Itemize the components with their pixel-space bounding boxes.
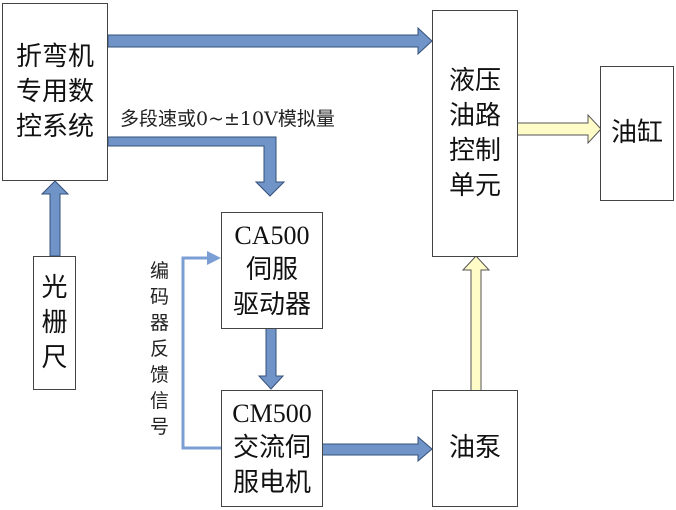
- encoder-char-1: 编: [150, 260, 170, 282]
- servo-driver-box: CA500 伺服 驱动器: [221, 212, 323, 329]
- cylinder-label: 油缸: [610, 118, 663, 148]
- encoder-char-4: 反: [150, 338, 170, 360]
- hydraulic-line-3: 控制: [448, 135, 501, 166]
- cnc-line-3: 控系统: [15, 111, 94, 142]
- hydraulic-line-1: 液压: [448, 65, 501, 96]
- arrow-cnc-to-hydraulic: [107, 26, 433, 56]
- cnc-line-1: 折弯机: [15, 41, 94, 72]
- encoder-char-5: 馈: [150, 364, 170, 386]
- encoder-char-3: 器: [150, 312, 170, 334]
- arrow-pump-to-hydraulic: [461, 255, 491, 392]
- encoder-feedback-arrowhead: [207, 251, 221, 265]
- encoder-char-7: 号: [150, 416, 170, 438]
- servo-motor-box: CM500 交流伺 服电机: [221, 390, 323, 507]
- arrow-motor-to-pump: [321, 435, 433, 463]
- arrow-hydraulic-to-cylinder: [516, 113, 602, 145]
- motor-model: CM500: [232, 399, 312, 428]
- encoder-feedback-line: [181, 256, 222, 450]
- driver-line-2: 伺服: [245, 255, 298, 285]
- grating-ruler-box: 光 栅 尺: [33, 256, 76, 390]
- motor-line-2: 交流伺: [232, 433, 311, 463]
- hydraulic-control-unit-box: 液压 油路 控制 单元: [432, 10, 518, 257]
- arrow-grating-to-cnc: [40, 180, 70, 257]
- driver-model: CA500: [234, 221, 310, 250]
- oil-pump-box: 油泵: [432, 390, 518, 507]
- encoder-char-6: 信: [150, 390, 170, 412]
- arrow-driver-to-motor: [257, 327, 285, 390]
- hydraulic-line-2: 油路: [448, 100, 501, 131]
- arrow-cnc-to-driver: [107, 136, 286, 197]
- cnc-line-2: 专用数: [15, 76, 94, 107]
- driver-line-3: 驱动器: [232, 290, 311, 320]
- grating-line-1: 光: [41, 272, 68, 303]
- oil-cylinder-box: 油缸: [600, 66, 674, 201]
- grating-line-3: 尺: [41, 342, 68, 373]
- encoder-char-2: 码: [150, 286, 170, 308]
- encoder-feedback-label: 编 码 器 反 馈 信 号: [150, 258, 169, 440]
- pump-label: 油泵: [448, 433, 501, 463]
- motor-line-3: 服电机: [232, 468, 311, 498]
- grating-line-2: 栅: [41, 307, 68, 338]
- speed-signal-label: 多段速或0~±10V模拟量: [120, 108, 335, 130]
- hydraulic-line-4: 单元: [448, 170, 501, 201]
- cnc-system-box: 折弯机 专用数 控系统: [2, 3, 108, 181]
